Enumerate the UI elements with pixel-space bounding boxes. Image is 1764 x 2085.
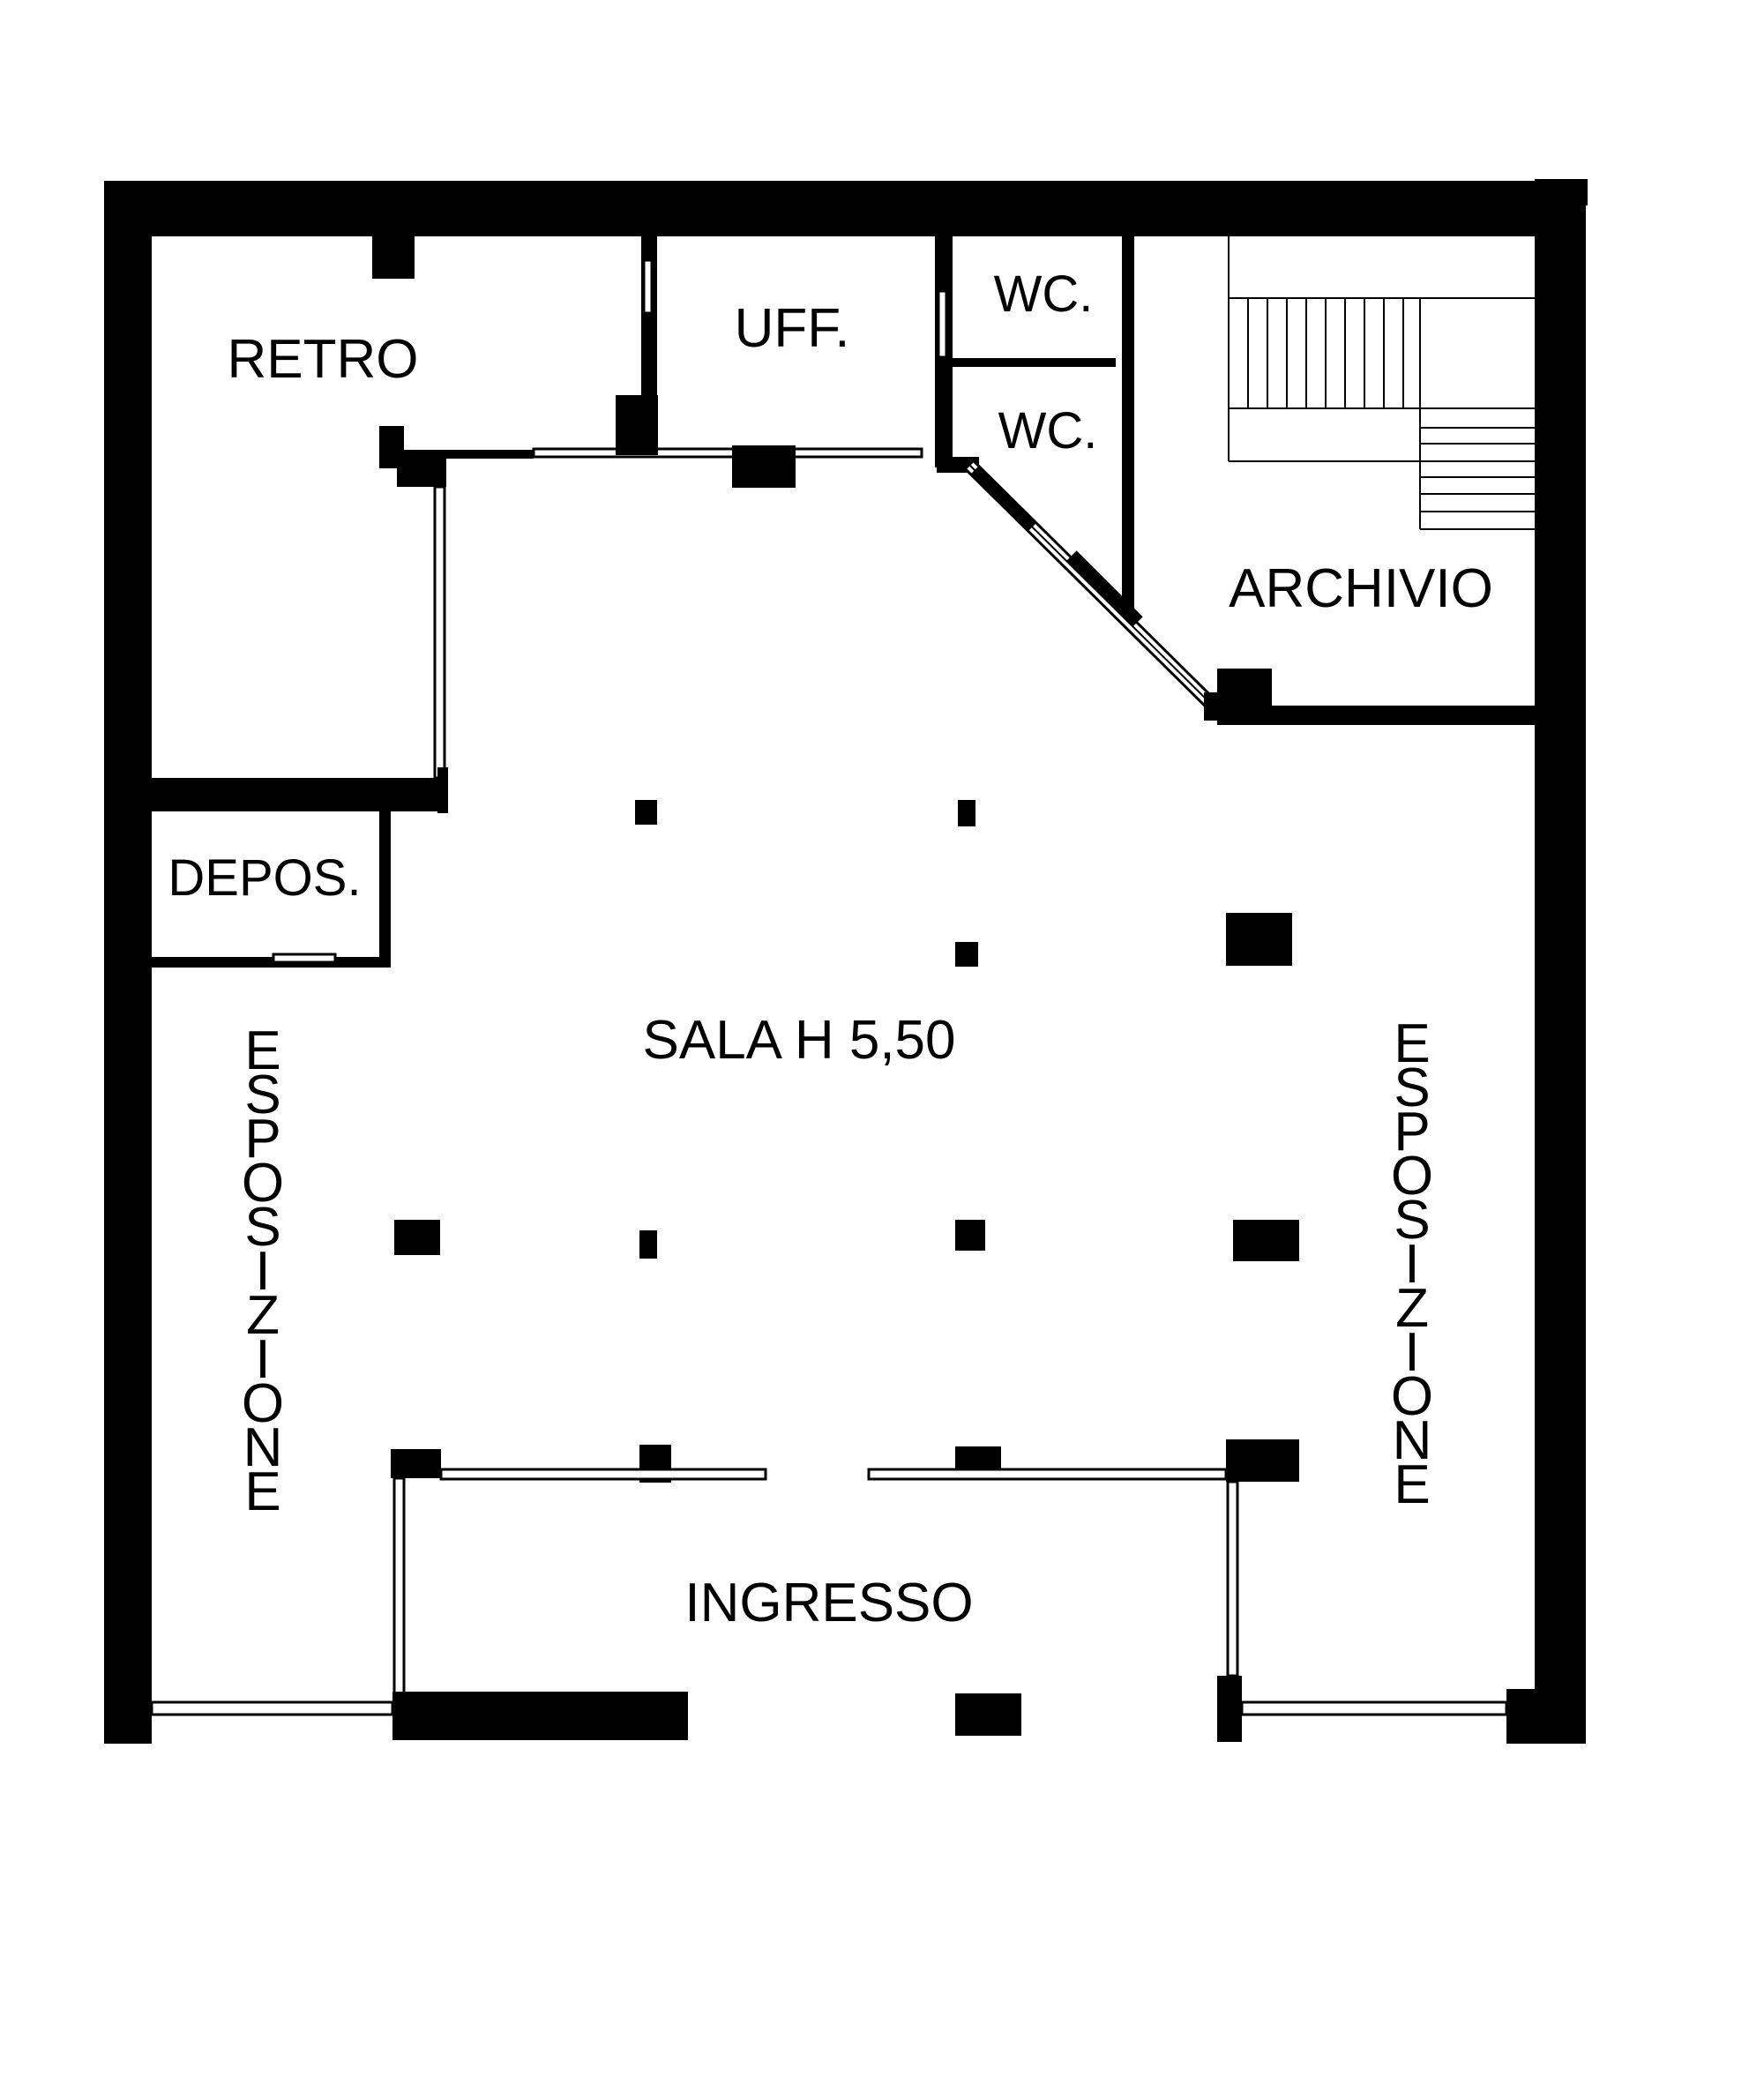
ingresso-glass-east <box>1226 1480 1239 1678</box>
room-label-uff: UFF. <box>735 298 850 359</box>
esposizione-letter: P <box>1394 1102 1430 1162</box>
column <box>955 1693 1021 1736</box>
wc-east-wall <box>1122 236 1134 611</box>
depos-south-wall <box>152 957 391 968</box>
uff-walls <box>616 236 979 488</box>
depos-walls <box>152 811 391 968</box>
ingresso-glass-west <box>392 1476 406 1696</box>
esposizione-letter: I <box>1404 1234 1419 1295</box>
door-opening <box>642 258 654 315</box>
esposizione-letter: O <box>1391 1366 1433 1427</box>
esposizione-letter: S <box>244 1065 280 1125</box>
esposizione-letter: E <box>244 1461 280 1522</box>
wc-walls <box>948 236 1134 611</box>
column <box>437 767 448 813</box>
archivio-walls <box>1204 669 1536 725</box>
column <box>955 942 978 967</box>
esposizione-letter: I <box>1404 1322 1419 1383</box>
west-wall <box>104 181 152 1744</box>
ingresso-glass-right <box>867 1468 1228 1481</box>
esposizione-letter: N <box>1393 1410 1432 1471</box>
column <box>635 800 657 825</box>
outer-walls <box>104 179 1588 1744</box>
column <box>616 395 658 455</box>
column <box>394 1220 440 1255</box>
room-label-wc-lower: WC. <box>998 402 1098 460</box>
esposizione-letter: E <box>1394 1013 1430 1074</box>
depos-east-wall <box>379 811 391 966</box>
north-wall <box>104 181 1586 236</box>
archivio-south-wall <box>1217 706 1536 725</box>
room-label-ingresso: INGRESSO <box>684 1573 973 1633</box>
esposizione-letter: I <box>255 1241 270 1302</box>
column <box>1226 1439 1299 1482</box>
column <box>958 800 975 826</box>
window <box>1240 1700 1508 1716</box>
room-label-sala: SALA H 5,50 <box>642 1010 955 1071</box>
column <box>732 445 796 488</box>
esposizione-letter: O <box>1391 1146 1433 1207</box>
diagonal-wall <box>965 460 1218 711</box>
column <box>1226 913 1292 966</box>
retro-walls <box>152 236 923 813</box>
esposizione-letter: I <box>255 1329 270 1390</box>
esposizione-letter: S <box>1394 1190 1430 1251</box>
esposizione-letter: S <box>244 1197 280 1258</box>
glass-partition <box>433 485 446 780</box>
glass-partition <box>532 447 923 459</box>
esposizione-letter: E <box>244 1020 280 1081</box>
column <box>1233 1220 1299 1261</box>
room-label-retro: RETRO <box>228 329 419 390</box>
retro-depos-wall <box>152 778 445 811</box>
esposizione-letter: S <box>1394 1057 1430 1118</box>
south-glazing <box>150 1689 1586 1744</box>
room-label-wc-upper: WC. <box>994 265 1094 323</box>
ingresso-south-wall <box>392 1692 688 1740</box>
east-wall <box>1535 181 1586 1744</box>
esposizione-letter: O <box>242 1153 284 1214</box>
esposizione-letter: E <box>1394 1454 1430 1515</box>
ingresso-glass-left <box>439 1468 767 1481</box>
esposizione-letter: P <box>244 1109 280 1170</box>
wc-divider <box>948 358 1116 367</box>
room-label-depos: DEPOS. <box>168 849 361 907</box>
window <box>150 1700 394 1716</box>
ingresso-walls <box>391 1439 1299 1742</box>
column <box>372 236 415 279</box>
esposizione-letter: Z <box>246 1285 280 1346</box>
esposizione-letter: Z <box>1395 1278 1429 1339</box>
partition-wall <box>437 450 534 459</box>
columns <box>394 800 1299 1261</box>
depos-door <box>272 953 337 964</box>
column <box>391 1449 441 1478</box>
column <box>1217 1676 1242 1742</box>
room-label-archivio: ARCHIVIO <box>1229 558 1493 619</box>
stairs <box>1228 236 1535 530</box>
esposizione-letter: O <box>242 1373 284 1434</box>
door-opening <box>937 289 948 359</box>
south-east-corner <box>1506 1689 1586 1744</box>
column <box>639 1230 657 1259</box>
esposizione-letter: N <box>243 1417 283 1478</box>
room-labels: RETRO UFF. WC. WC. ARCHIVIO DEPOS. SALA … <box>168 265 1492 1633</box>
column <box>955 1220 985 1251</box>
